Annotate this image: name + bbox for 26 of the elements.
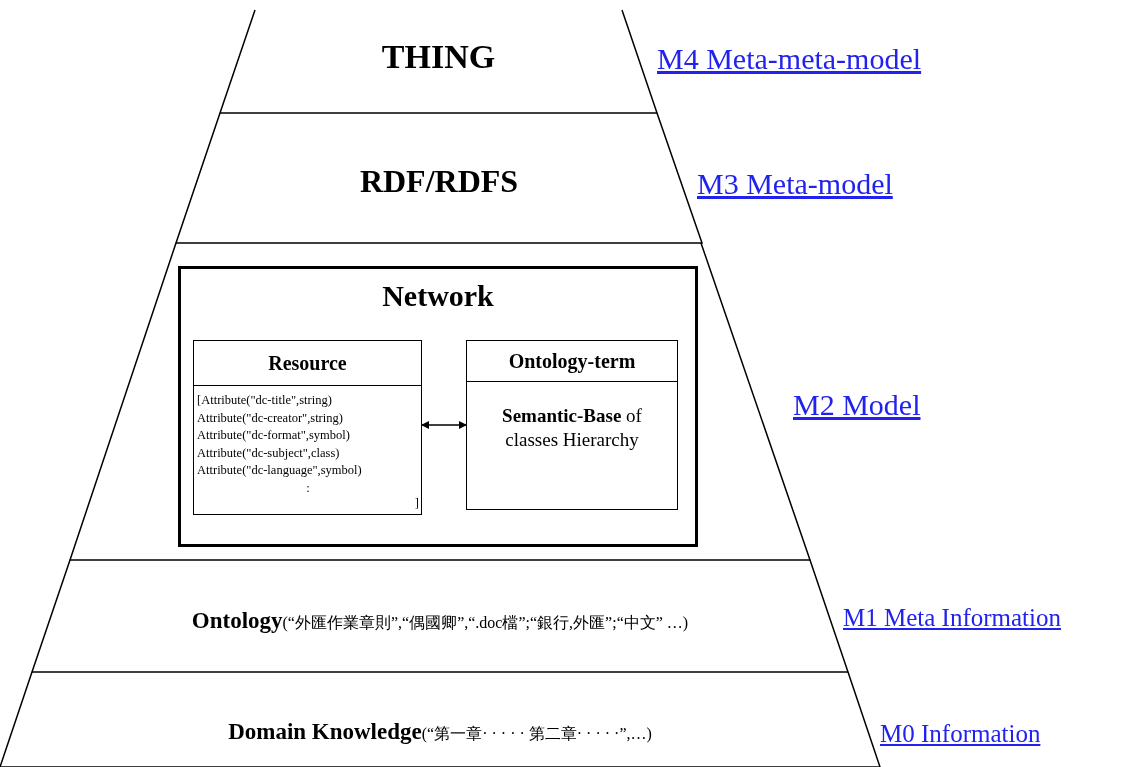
layer-title: THING — [380, 38, 497, 76]
description-text: Semantic-Base of classes Hierarchy — [501, 404, 643, 452]
model-level-label: M1 Meta Information — [843, 604, 1061, 632]
model-level-label: M4 Meta-meta-model — [657, 42, 922, 76]
attribute-text: [Attribute("dc-title",string) — [197, 392, 333, 409]
class-box — [466, 340, 678, 510]
double-arrow — [421, 421, 467, 429]
box-title: Network — [381, 279, 495, 313]
attribute-text: : — [305, 479, 311, 497]
pyramid-layer — [220, 10, 657, 113]
layer-title: RDF/RDFS — [358, 163, 520, 200]
layer-title: Ontology(“外匯作業章則”,“偶國卿”,“.doc檔”;“銀行,外匯”;“中文” …) — [190, 608, 690, 634]
attribute-text: Attribute("dc-subject",class) — [197, 444, 341, 462]
attribute-text: Attribute("dc-language",symbol) — [197, 462, 363, 479]
layer-title: Domain Knowledge(“第一章· · · · · 第二章· · · · ·”,…) — [227, 719, 653, 745]
pyramid-layer — [0, 672, 880, 767]
class-box — [193, 340, 422, 515]
model-level-label: M0 Information — [880, 720, 1041, 748]
class-name: Ontology-term — [467, 341, 677, 382]
attribute-text: ] — [413, 497, 419, 509]
class-name: Resource — [194, 341, 421, 386]
network-box — [178, 266, 698, 547]
model-level-label: M3 Meta-model — [697, 167, 893, 201]
model-level-label: M2 Model — [793, 388, 921, 422]
attribute-text: Attribute("dc-creator",string) — [197, 409, 344, 427]
attribute-text: Attribute("dc-format",symbol) — [197, 427, 351, 444]
